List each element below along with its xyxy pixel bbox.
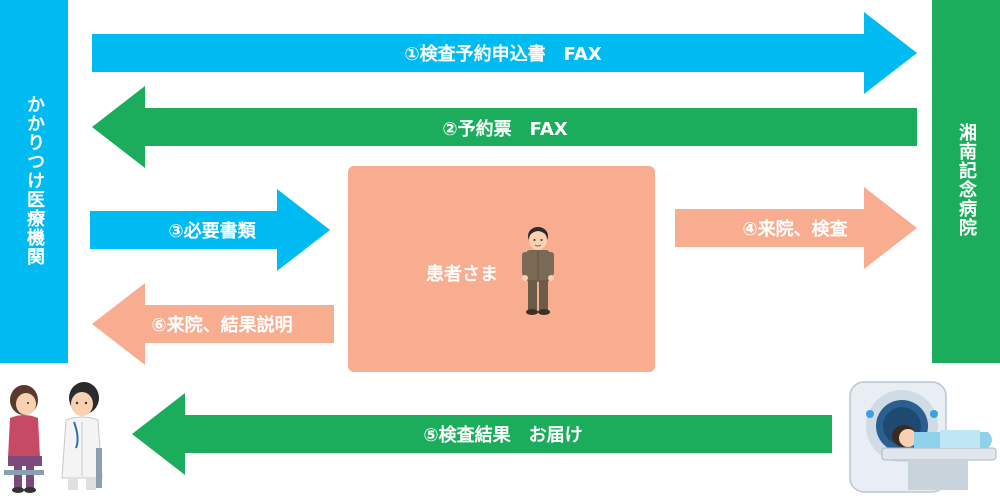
arrow-3-shape bbox=[90, 189, 330, 271]
left-org-bar: かかりつけ医療機関 bbox=[0, 0, 68, 363]
arrow-6-result-explanation bbox=[92, 283, 334, 365]
arrow-4-shape bbox=[675, 187, 917, 269]
patient-box: 患者さま bbox=[348, 166, 655, 372]
arrow-2-shape bbox=[92, 86, 917, 168]
arrow-2-ticket-fax bbox=[92, 86, 917, 168]
left-org-label: かかりつけ医療機関 bbox=[24, 94, 45, 266]
arrow-6-label: ⑥来院、結果説明 bbox=[151, 315, 293, 336]
patient-label: 患者さま bbox=[426, 264, 498, 285]
arrow-6-shape bbox=[92, 283, 334, 365]
arrow-4-label: ④来院、検査 bbox=[742, 219, 848, 240]
right-org-bar: 湘南記念病院 bbox=[932, 0, 1000, 363]
arrow-5-result-delivery bbox=[132, 393, 832, 475]
arrow-1-label: ①検査予約申込書 FAX bbox=[404, 44, 602, 65]
arrow-4-visit-exam bbox=[675, 187, 917, 269]
arrow-1-shape bbox=[92, 12, 917, 94]
arrow-2-label: ②予約票 FAX bbox=[442, 119, 568, 140]
arrow-3-label: ③必要書類 bbox=[168, 221, 256, 242]
arrow-1-application-fax bbox=[92, 12, 917, 94]
arrow-3-documents bbox=[90, 189, 330, 271]
patient-figure-icon bbox=[522, 227, 554, 315]
mri-scanner-icon bbox=[849, 381, 997, 493]
arrow-5-shape bbox=[132, 393, 832, 475]
doctor-consultation-icon bbox=[4, 382, 103, 493]
right-org-label: 湘南記念病院 bbox=[956, 123, 977, 237]
arrow-5-label: ⑤検査結果 お届け bbox=[423, 425, 583, 446]
